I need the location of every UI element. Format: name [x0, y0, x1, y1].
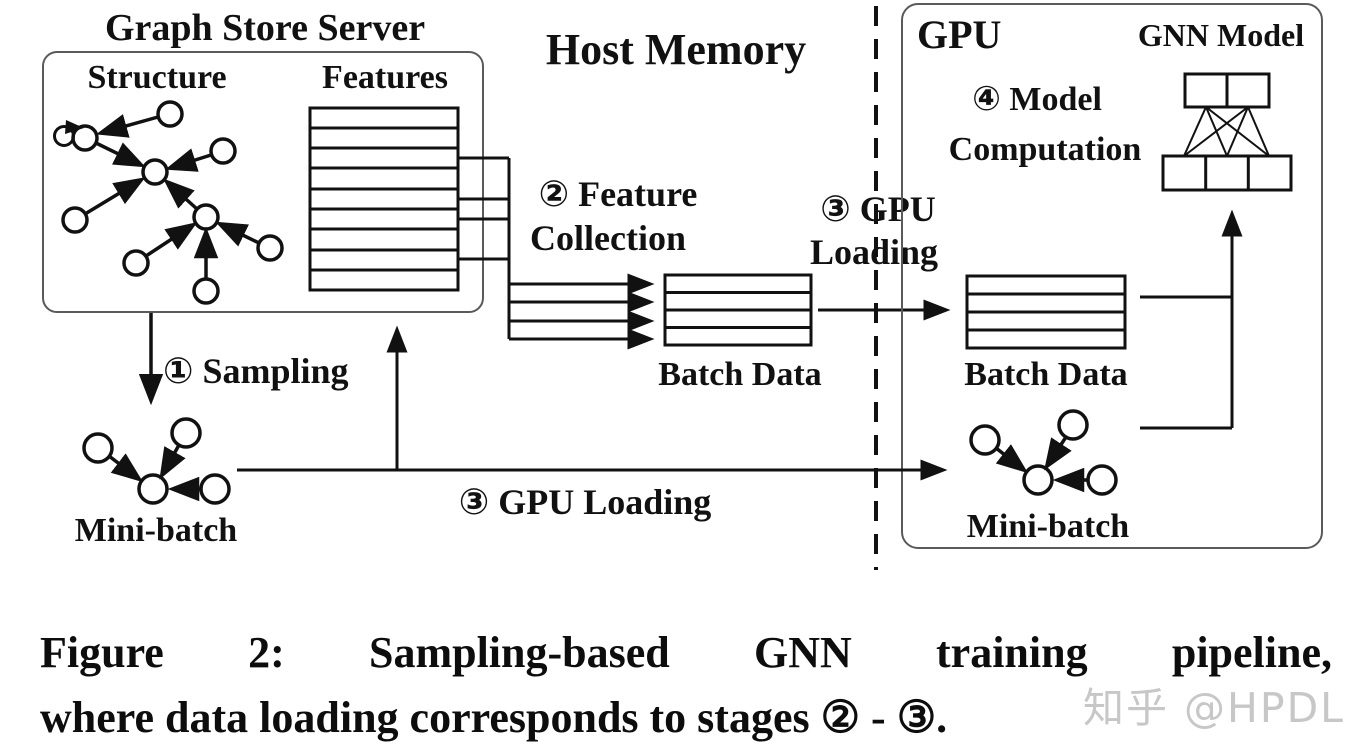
graph-edge [84, 177, 146, 216]
gnn-model-drawing [1161, 72, 1293, 192]
graph-node [141, 158, 169, 186]
host-mini-batch-label: Mini-batch [75, 512, 238, 549]
gpu-label: GPU [917, 12, 1001, 57]
graph-node [256, 234, 284, 262]
gpu-batch-data-label: Batch Data [964, 356, 1127, 393]
stage3-bottom-label: ③ GPU Loading [459, 482, 712, 522]
stage1-label: ① Sampling [163, 351, 349, 391]
host-mini-batch: Mini-batch [75, 417, 238, 549]
caption-line-1: Figure 2: Sampling-based GNN training pi… [40, 628, 1332, 677]
stage4-label-line1: ④ Model [972, 81, 1102, 118]
graph-node [192, 277, 220, 305]
gpu-mini-batch-label: Mini-batch [967, 508, 1130, 545]
gpu-batch-data: Batch Data [964, 274, 1128, 393]
graph-edge [215, 221, 260, 247]
watermark: 知乎 @HPDL [1083, 684, 1345, 732]
features-table [308, 106, 460, 292]
features-label: Features [322, 59, 448, 96]
gpu-box: GPU GNN Model [901, 3, 1323, 549]
host-batch-data: Batch Data [658, 273, 822, 393]
graph-node [61, 206, 89, 234]
caption-line-2: where data loading corresponds to stages… [40, 693, 948, 742]
graph-node [209, 137, 237, 165]
graph-edge [95, 141, 146, 168]
model-input-connector [1140, 209, 1243, 430]
stage2-label-line2: Collection [530, 218, 686, 258]
graph-node [122, 249, 150, 277]
stage4-label-line2: Computation [949, 131, 1142, 168]
self-loop [53, 125, 75, 147]
pipeline-diagram: Graph Store Server Structure Features [42, 3, 1323, 570]
feature-collection-routing [458, 156, 655, 350]
graph-edge [164, 148, 212, 172]
graph-store-server-box: Graph Store Server Structure Features [42, 7, 484, 313]
graph-store-server-title: Graph Store Server [105, 7, 425, 49]
gpu-loading-bottom: ③ GPU Loading [237, 325, 948, 522]
figure-caption: Figure 2: Sampling-based GNN training pi… [40, 620, 1332, 750]
structure-label: Structure [87, 59, 226, 96]
gnn-model-label: GNN Model [1138, 17, 1304, 53]
host-batch-data-label: Batch Data [658, 356, 821, 393]
graph-edge [145, 222, 198, 258]
graph-edge [95, 114, 159, 138]
host-memory-label: Host Memory [546, 25, 806, 74]
graph-node [192, 203, 220, 231]
structure-graph [53, 100, 284, 305]
sampling: ① Sampling [138, 313, 349, 406]
graph-edge [163, 178, 199, 211]
stage2-label-line1: ② Feature [539, 174, 698, 214]
graph-node [156, 100, 184, 128]
self-loop-arrowhead [65, 120, 84, 134]
gpu-mini-batch: Mini-batch [967, 409, 1130, 545]
